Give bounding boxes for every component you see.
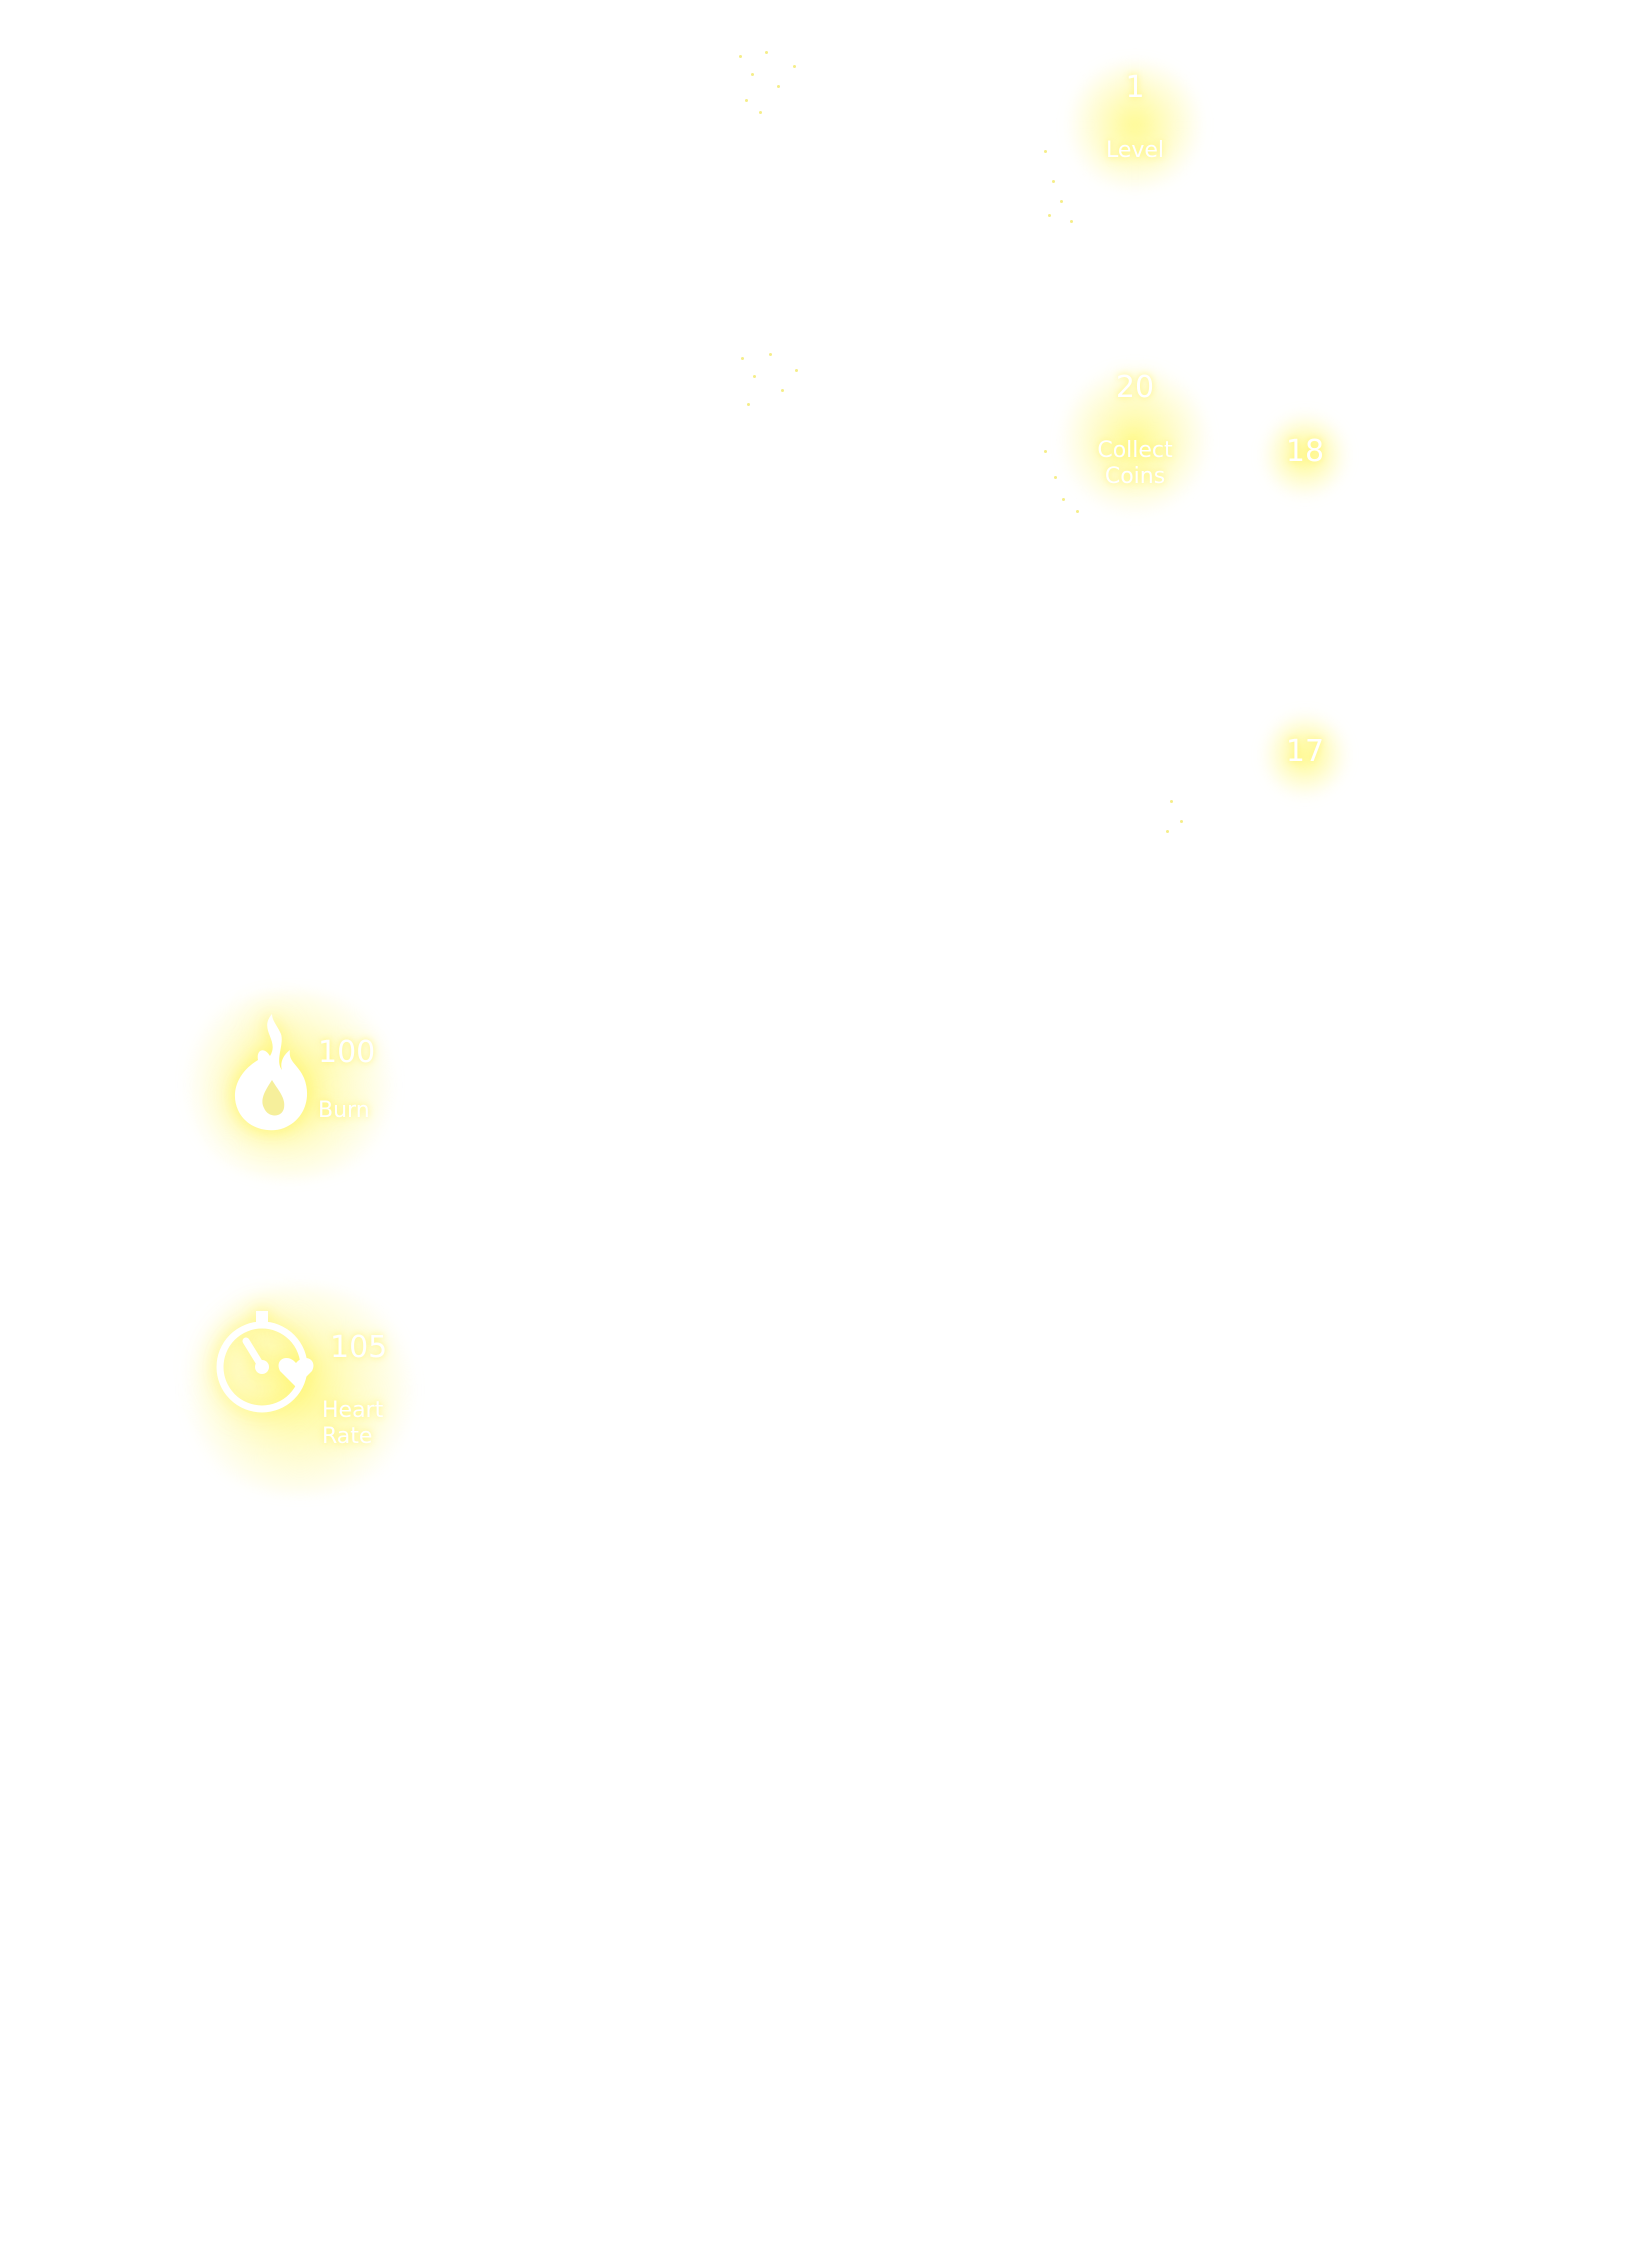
spark: [747, 403, 750, 406]
top-badge-2-label: Collect Coins: [1097, 438, 1173, 489]
sparkle-cluster-5: [1160, 790, 1210, 840]
spark: [1048, 214, 1051, 217]
spark: [1062, 498, 1065, 501]
badge-glow: [1060, 60, 1210, 190]
sparkle-cluster-4: [1040, 430, 1140, 530]
sparkle-cluster-3: [1040, 130, 1140, 230]
stat-burn-value: 100: [318, 1035, 376, 1070]
side-badge-1-value: 18: [1285, 434, 1325, 469]
stat-heart-rate-label: Heart Rate: [322, 1398, 384, 1449]
stat-heart-rate-value: 105: [330, 1330, 388, 1365]
spark: [1076, 510, 1079, 513]
top-badge-1-label: Level: [1105, 138, 1165, 163]
spark: [769, 353, 772, 356]
spark: [739, 55, 742, 58]
spark: [795, 369, 798, 372]
flame-icon: [220, 1010, 320, 1135]
badge-glow: [1260, 710, 1350, 800]
spark: [777, 85, 780, 88]
spark: [765, 51, 768, 54]
spark: [751, 73, 754, 76]
spark: [1166, 830, 1169, 833]
stat-burn-label: Burn: [318, 1098, 370, 1123]
spark: [1052, 180, 1055, 183]
stopwatch-heart-icon: [210, 1305, 330, 1425]
top-badge-2-value: 20: [1115, 370, 1155, 405]
spark: [1070, 220, 1073, 223]
spark: [1054, 476, 1057, 479]
spark: [1180, 820, 1183, 823]
sparkle-cluster-1: [735, 45, 815, 125]
spark: [781, 389, 784, 392]
top-badge-1-value: 1: [1125, 70, 1145, 105]
spark: [1044, 150, 1047, 153]
spark: [741, 357, 744, 360]
badge-glow: [1060, 360, 1210, 520]
sparkle-cluster-2: [735, 345, 815, 425]
spark: [1170, 800, 1173, 803]
spark: [793, 65, 796, 68]
spark: [1060, 200, 1063, 203]
spark: [745, 99, 748, 102]
side-badge-2-value: 17: [1285, 734, 1325, 769]
spark: [1044, 450, 1047, 453]
spark: [759, 111, 762, 114]
badge-glow: [1260, 410, 1350, 500]
spark: [753, 375, 756, 378]
